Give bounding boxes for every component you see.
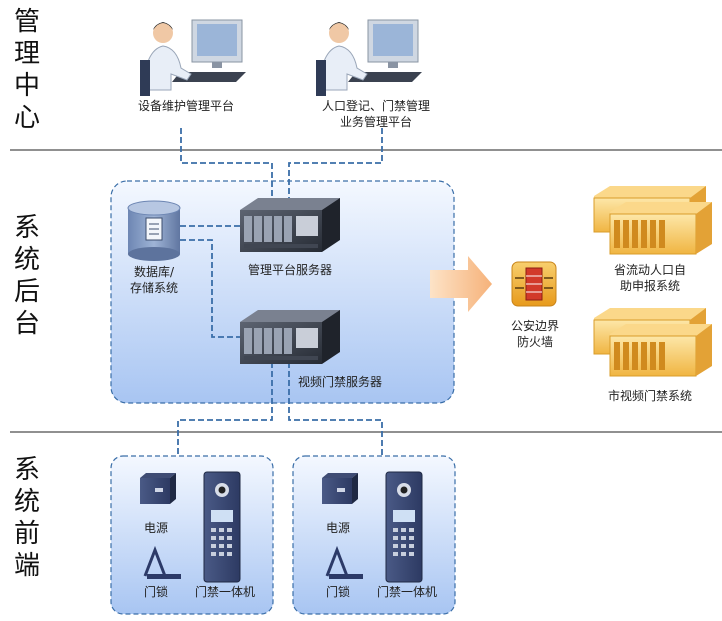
intercom-label-left: 门禁一体机 bbox=[194, 585, 255, 599]
power-icon-left bbox=[140, 473, 176, 504]
arrow-icon bbox=[430, 256, 492, 312]
population-platform-label-line2: 业务管理平台 bbox=[339, 115, 412, 129]
connection-lines bbox=[177, 128, 383, 456]
device-platform-label: 设备维护管理平台 bbox=[137, 99, 234, 113]
mgmt-server-icon bbox=[240, 198, 340, 252]
provincial-system-label-line2: 助申报系统 bbox=[619, 279, 680, 293]
lock-label-left: 门锁 bbox=[143, 585, 168, 599]
intercom-icon-right bbox=[385, 471, 423, 583]
firewall-label-line2: 防火墙 bbox=[516, 335, 553, 349]
backend-panel bbox=[110, 180, 455, 404]
video-server-icon bbox=[240, 310, 340, 364]
power-label-right: 电源 bbox=[325, 521, 350, 535]
database-icon bbox=[127, 200, 181, 261]
intercom-icon-left bbox=[203, 471, 241, 583]
city-system-label: 市视频门禁系统 bbox=[607, 389, 692, 403]
provincial-system-icon bbox=[593, 186, 712, 255]
lock-icon-left bbox=[143, 545, 181, 579]
mgmt-server-label: 管理平台服务器 bbox=[247, 263, 332, 277]
section-title-backend: 系统后台 bbox=[13, 213, 40, 339]
computer-user-icon-right bbox=[316, 19, 422, 96]
population-platform-label-line1: 人口登记、门禁管理 bbox=[321, 99, 430, 113]
intercom-label-right: 门禁一体机 bbox=[376, 585, 437, 599]
video-server-label: 视频门禁服务器 bbox=[297, 375, 382, 389]
section-dividers bbox=[10, 149, 722, 433]
firewall-icon bbox=[511, 261, 557, 307]
provincial-system-label-line1: 省流动人口自 bbox=[613, 263, 686, 277]
database-label-line1: 数据库/ bbox=[133, 265, 175, 279]
power-label-left: 电源 bbox=[143, 521, 168, 535]
firewall-label-line1: 公安边界 bbox=[510, 319, 559, 333]
section-title-management: 管理中心 bbox=[13, 7, 40, 133]
lock-label-right: 门锁 bbox=[325, 585, 350, 599]
computer-user-icon-left bbox=[140, 19, 246, 96]
city-system-icon bbox=[593, 308, 712, 377]
lock-icon-right bbox=[325, 545, 363, 579]
database-label-line2: 存储系统 bbox=[129, 281, 178, 295]
section-title-frontend: 系统前端 bbox=[13, 455, 40, 581]
power-icon-right bbox=[322, 473, 358, 504]
